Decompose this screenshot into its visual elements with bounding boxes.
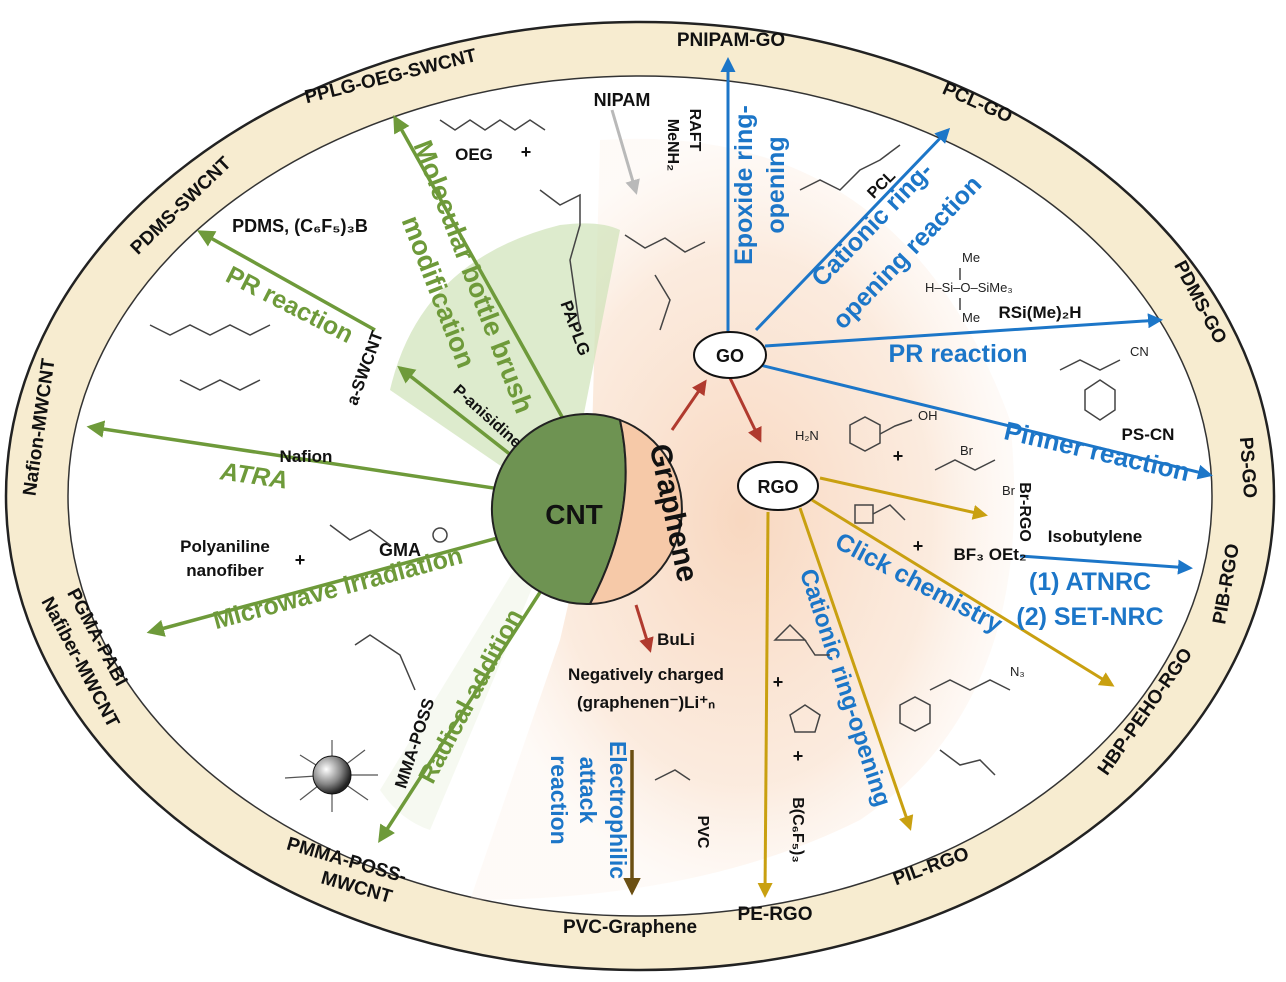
ring-label-pnipam-go: PNIPAM-GO (677, 30, 785, 51)
arrow-go-pdms (764, 313, 1163, 348)
bf3-label: BF₃ OEt₂ (953, 545, 1026, 564)
center-hub: CNT Graphene (490, 413, 704, 606)
cnt-label: CNT (545, 499, 603, 530)
plus-bf3: + (913, 536, 924, 556)
ps-cn-label: PS-CN (1122, 425, 1175, 444)
epoxide-1: Epoxide ring- (730, 105, 758, 265)
arrow-rgo-pe (757, 511, 773, 898)
arrow-cnt-pplg (393, 114, 577, 441)
arrow-graphene-go (670, 379, 707, 431)
oeg-label: OEG (455, 145, 493, 164)
raft-label: RAFT (686, 109, 703, 152)
graphenen-label: (graphenen⁻)Li⁺ₙ (577, 693, 715, 712)
oh-label: OH (918, 408, 938, 423)
graphene-sector-shade (470, 138, 1015, 900)
neg-charged-label: Negatively charged (568, 665, 724, 684)
go-label: GO (716, 346, 744, 366)
b-c6f5-label: B(C₆F₅)₃ (789, 797, 806, 863)
nanofiber-label: nanofiber (186, 561, 264, 580)
isobutylene-label: Isobutylene (1048, 527, 1142, 546)
rgo-label: RGO (757, 477, 798, 497)
arrow-cnt-nafion (86, 420, 521, 494)
arrow-go-ps (759, 363, 1213, 480)
arrow-nipam (610, 109, 640, 195)
arrow-pib (1019, 554, 1193, 575)
arrow-go-pcl (754, 127, 951, 332)
arrow-graphene-rgo (728, 377, 762, 443)
arrow-cnt-asw (397, 365, 532, 472)
h2n-label: H₂N (795, 428, 819, 443)
pdms-c6f5-label: PDMS, (C₆F₅)₃B (232, 216, 368, 236)
pr-reaction-blue: PR reaction (889, 340, 1028, 368)
ring-label-pe-rgo: PE-RGO (738, 904, 813, 925)
plus-b: + (793, 746, 804, 766)
nafion-label: Nafion (280, 447, 333, 466)
br-rgo-label: Br-RGO (1016, 482, 1033, 542)
nipam-label: NIPAM (594, 90, 651, 110)
me-label-1: Me (962, 250, 980, 265)
arrow-rgo-hbp (811, 498, 1115, 687)
plus-poly: + (295, 550, 306, 570)
electrophilic-3: reaction (546, 755, 572, 844)
polyaniline-label: Polyaniline (180, 537, 270, 556)
arrow-cnt-pdms-swcnt (196, 230, 376, 332)
buli-label: BuLi (657, 630, 695, 649)
arrow-graphene-buli (634, 604, 654, 653)
menh2-label: MeNH₂ (664, 119, 681, 171)
plus-epox: + (773, 672, 784, 692)
plus-br: + (893, 446, 904, 466)
electrophilic-2: attack (575, 757, 601, 824)
rgo-node (737, 461, 819, 511)
go-node (693, 331, 767, 379)
rsi-label: RSi(Me)₂H (998, 303, 1081, 322)
setnrc-label: (2) SET-NRC (1016, 603, 1163, 631)
ring-label-ps-go: PS-GO (1235, 436, 1260, 499)
n3-label: N₃ (1010, 664, 1025, 679)
si-chain: H–Si–O–SiMe₃ (925, 280, 1013, 295)
gma-label: GMA (379, 540, 421, 560)
cn-label: CN (1130, 344, 1149, 359)
poss-cage (284, 740, 378, 812)
arrow-rgo-brrgo (819, 476, 988, 520)
epoxide-2: opening (762, 136, 790, 233)
cnt-sector-shade-lower (380, 510, 565, 830)
structure-sketches (149, 119, 1121, 781)
pvc-label: PVC (694, 816, 711, 849)
br-label-2: Br (1002, 483, 1016, 498)
arrow-rgo-pil (798, 507, 914, 831)
br-label-1: Br (960, 443, 974, 458)
ring-label-pvc-graphene: PVC-Graphene (563, 917, 697, 938)
atnrc-label: (1) ATNRC (1029, 568, 1151, 596)
graphene-half (588, 418, 683, 606)
me-label-2: Me (962, 310, 980, 325)
arrow-cnt-pgma (146, 530, 521, 637)
arrow-cnt-pmma (378, 579, 550, 843)
plus-oeg: + (521, 142, 532, 162)
electrophilic-1: Electrophilic (605, 741, 631, 879)
